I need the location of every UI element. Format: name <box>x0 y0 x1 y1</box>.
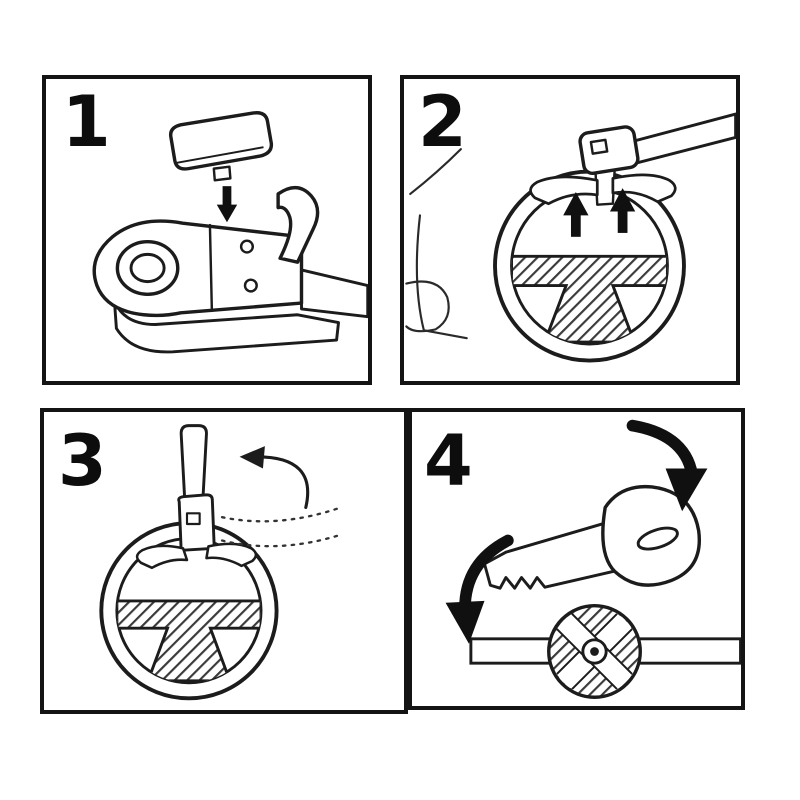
plate-divider <box>208 223 214 313</box>
key-icon <box>483 484 702 590</box>
step-number-2: 2 <box>418 81 467 163</box>
lock-cylinder <box>547 604 642 699</box>
lock-body-side <box>112 299 340 354</box>
lock-head <box>578 125 640 176</box>
lock-bar <box>179 424 208 507</box>
key-turn-illustration <box>445 419 741 699</box>
clamp-hook-right <box>205 542 258 568</box>
cap-nub <box>212 165 232 182</box>
bar-rotation-illustration <box>99 424 343 701</box>
step-number-4: 4 <box>424 420 473 502</box>
key-shaft <box>483 517 623 590</box>
cylinder-keyway-dot <box>590 647 599 656</box>
panel-step-2: 2 <box>400 75 740 385</box>
panel-step-3: 3 <box>40 408 408 714</box>
lock-clamp <box>529 112 736 206</box>
screw-hole <box>243 278 258 293</box>
keyhole <box>185 512 201 526</box>
step-number-3: 3 <box>58 420 107 502</box>
lock-cylinder-inner <box>129 252 166 284</box>
keyhole <box>589 138 609 155</box>
clamp-hook-left <box>135 544 189 570</box>
down-arrow-icon <box>216 186 238 223</box>
clamp-hook-right <box>611 173 677 204</box>
steering-wheel <box>99 521 279 701</box>
car-interior-lines <box>405 148 468 340</box>
lock-hook <box>276 185 320 264</box>
rotate-arrow-icon <box>239 446 310 509</box>
turn-arrow-left-icon <box>445 534 514 644</box>
panel-step-1: 1 <box>42 75 372 385</box>
panel-step-4: 4 <box>408 408 745 710</box>
turn-arrow-right-icon <box>626 419 708 512</box>
step-number-1: 1 <box>62 81 111 163</box>
key-slot <box>636 526 679 551</box>
motion-dashes <box>220 506 343 548</box>
lock-cap-insertion-illustration <box>92 111 368 354</box>
up-arrow-icons <box>563 188 636 237</box>
lock-rod <box>300 268 368 319</box>
screw-hole <box>239 239 255 254</box>
lock-cap <box>168 111 274 182</box>
lock-bar-upright <box>135 424 258 570</box>
steering-wheel-clamp-illustration <box>405 112 736 363</box>
